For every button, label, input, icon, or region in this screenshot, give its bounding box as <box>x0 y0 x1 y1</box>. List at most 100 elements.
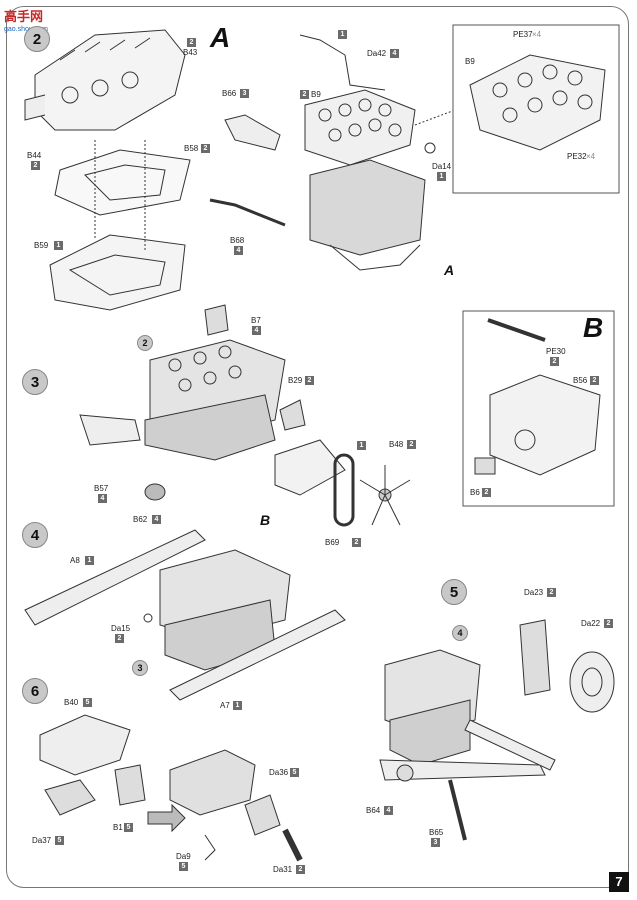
b66-drawing <box>224 114 281 151</box>
qty-b65: 3 <box>431 838 440 847</box>
step-4-marker: 4 <box>22 522 48 548</box>
label-b68: B68 <box>230 236 245 245</box>
qty-a7: 1 <box>233 701 242 710</box>
step-6-marker: 6 <box>22 678 48 704</box>
qty-da15: 2 <box>115 634 124 643</box>
label-b29: B29 <box>288 376 303 385</box>
substep-4-marker: 4 <box>452 625 468 641</box>
da23-drawing <box>519 619 551 696</box>
label-da9: Da9 <box>176 852 191 861</box>
label-b9-inset: B9 <box>465 57 475 66</box>
label-da42: Da42 <box>367 49 387 58</box>
belt-drawing <box>333 453 355 527</box>
label-pe37: PE37 <box>513 30 533 39</box>
b40-drawing <box>39 714 131 776</box>
qty-b69: 2 <box>352 538 361 547</box>
fan-drawing <box>359 465 411 526</box>
label-da23: Da23 <box>524 588 544 597</box>
b64-drawing <box>396 764 414 782</box>
da14-drawing <box>424 142 436 154</box>
b1-drawing <box>114 764 146 806</box>
qty-b6: 2 <box>482 488 491 497</box>
step-2-marker: 2 <box>24 26 50 52</box>
label-b6: B6 <box>470 488 480 497</box>
da15-drawing <box>143 613 153 623</box>
watermark-url: gao.shou.com <box>4 26 48 33</box>
label-b58: B58 <box>184 144 199 153</box>
engine-block-drawing <box>309 159 426 256</box>
gasket-plate-drawing <box>54 149 191 216</box>
label-a8: A8 <box>70 556 80 565</box>
label-da14: Da14 <box>432 162 452 171</box>
label-b65: B65 <box>429 828 444 837</box>
qty-b44: 2 <box>31 161 40 170</box>
label-b57: B57 <box>94 484 109 493</box>
qty-pe30: 2 <box>550 357 559 366</box>
qty-b66: 3 <box>240 89 249 98</box>
b7-drawing <box>204 304 229 336</box>
qty-a8: 1 <box>85 556 94 565</box>
label-da15: Da15 <box>111 624 131 633</box>
cylinder-head-drawing <box>304 89 416 166</box>
qty-belt: 1 <box>357 441 366 450</box>
qty-da36: 5 <box>290 768 299 777</box>
qty-b9: 2 <box>300 90 309 99</box>
label-da31: Da31 <box>273 865 293 874</box>
qty-da22: 2 <box>604 619 613 628</box>
da36-drawing <box>244 794 281 836</box>
watermark-logo: 高手网 <box>4 9 44 24</box>
da37-drawing <box>44 779 96 816</box>
qty-da37: 5 <box>55 836 64 845</box>
qty-b56: 2 <box>590 376 599 385</box>
label-a7: A7 <box>220 701 230 710</box>
subassembly-a-title: A <box>210 22 231 53</box>
label-pe32: PE32 <box>567 152 587 161</box>
b29-drawing <box>279 399 306 431</box>
label-b66: B66 <box>222 89 237 98</box>
qty-b1: 5 <box>124 823 133 832</box>
page-number: 7 <box>609 872 629 892</box>
label-b7: B7 <box>251 316 261 325</box>
callout-b: B <box>260 512 271 528</box>
label-b64: B64 <box>366 806 381 815</box>
label-b62: B62 <box>133 515 148 524</box>
substep-2-marker: 2 <box>137 335 153 351</box>
mult-pe37: ×4 <box>532 30 542 39</box>
label-da36: Da36 <box>269 768 289 777</box>
qty-da42: 4 <box>390 49 399 58</box>
label-b44: B44 <box>27 151 42 160</box>
b57-drawing <box>79 414 141 446</box>
label-b69: B69 <box>325 538 340 547</box>
qty-da31: 2 <box>296 865 305 874</box>
page-frame <box>6 6 629 888</box>
qty-top-rod: 1 <box>338 30 347 39</box>
qty-da14: 1 <box>437 172 446 181</box>
oil-pan-drawing <box>49 234 186 311</box>
da22-drawing <box>569 651 615 713</box>
b62-drawing <box>144 483 166 501</box>
label-b9: B9 <box>311 90 321 99</box>
qty-b57: 4 <box>98 494 107 503</box>
label-da22: Da22 <box>581 619 601 628</box>
label-pe30: PE30 <box>546 347 566 356</box>
qty-b29: 2 <box>305 376 314 385</box>
label-b43: B43 <box>183 48 198 57</box>
substep-3-marker: 3 <box>132 660 148 676</box>
label-b40: B40 <box>64 698 79 707</box>
mult-pe32: ×4 <box>586 152 596 161</box>
qty-b48: 2 <box>407 440 416 449</box>
step5-engine-drawing <box>384 649 481 766</box>
qty-b40: 5 <box>83 698 92 707</box>
b68-drawing <box>209 198 286 227</box>
step-3-marker: 3 <box>22 369 48 395</box>
qty-b59: 1 <box>54 241 63 250</box>
rod-drawing <box>299 34 386 91</box>
a7-drawing <box>169 609 346 701</box>
step-5-marker: 5 <box>441 579 467 605</box>
timing-cover-drawing <box>274 439 346 496</box>
da31-drawing <box>282 828 303 862</box>
label-b1: B1 <box>113 823 123 832</box>
intake-manifold-drawing <box>24 29 186 131</box>
